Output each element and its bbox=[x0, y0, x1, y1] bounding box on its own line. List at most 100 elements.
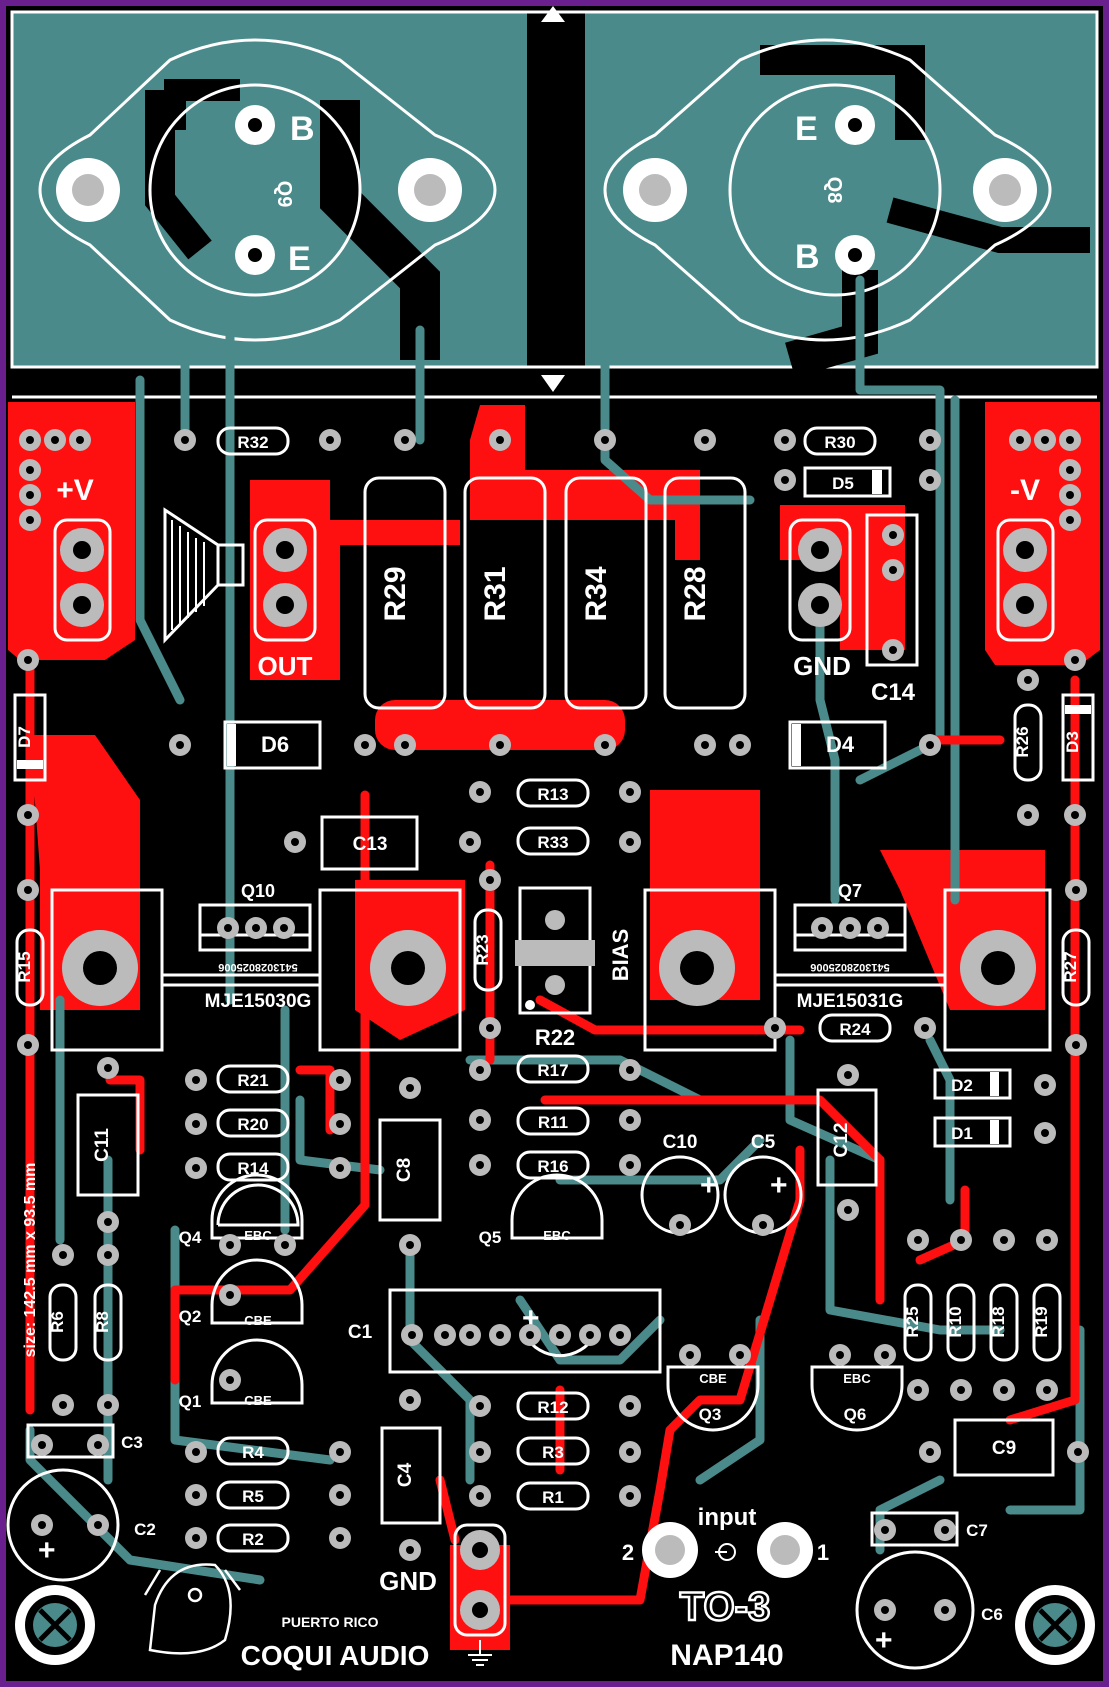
svg-text:R2: R2 bbox=[242, 1530, 264, 1549]
svg-text:R18: R18 bbox=[989, 1306, 1008, 1337]
svg-text:+: + bbox=[38, 1534, 56, 1567]
out-label: OUT bbox=[258, 651, 313, 681]
q8-ref: Q8 bbox=[823, 177, 845, 204]
cap-c12: C12 bbox=[816, 1088, 878, 1187]
resistor-r29: R29 bbox=[363, 476, 447, 710]
resistor-r27: R27 bbox=[1061, 928, 1091, 1007]
svg-text:D6: D6 bbox=[261, 732, 289, 757]
resistor-r15: R15 bbox=[15, 928, 45, 1007]
svg-text:EBC: EBC bbox=[543, 1228, 571, 1243]
cap-c11: C11 bbox=[76, 1093, 140, 1197]
q9-ref: Q9 bbox=[273, 181, 295, 208]
brand-label: COQUI AUDIO bbox=[241, 1640, 430, 1671]
svg-text:D4: D4 bbox=[826, 732, 855, 757]
resistor-r18: R18 bbox=[989, 1283, 1019, 1362]
resistor-r12: R12 bbox=[516, 1391, 590, 1421]
svg-text:BIAS: BIAS bbox=[608, 929, 633, 982]
svg-text:R30: R30 bbox=[824, 433, 855, 452]
svg-text:Q7: Q7 bbox=[838, 881, 862, 901]
svg-text:MJE15030G: MJE15030G bbox=[205, 991, 312, 1012]
resistor-r33: R33 bbox=[516, 826, 590, 856]
svg-text:R12: R12 bbox=[537, 1398, 568, 1417]
resistor-r34: R34 bbox=[564, 476, 648, 710]
svg-text:R28: R28 bbox=[679, 566, 712, 621]
svg-text:C8: C8 bbox=[394, 1158, 415, 1182]
power-resistors: R29 R31 R34 R28 bbox=[363, 476, 747, 710]
gnd-bottom-label: GND bbox=[379, 1566, 437, 1596]
q8-pin-e: E bbox=[795, 110, 818, 148]
svg-text:R20: R20 bbox=[237, 1115, 268, 1134]
speaker-icon bbox=[163, 507, 245, 644]
svg-text:R14: R14 bbox=[237, 1159, 269, 1178]
power-transistor-q8: E B Q8 bbox=[603, 38, 1052, 342]
frog-logo-icon bbox=[143, 1563, 241, 1655]
input-pin1: 1 bbox=[817, 1540, 829, 1565]
svg-text:EBC: EBC bbox=[843, 1371, 871, 1386]
svg-text:Q4: Q4 bbox=[179, 1228, 202, 1247]
svg-text:D7: D7 bbox=[15, 726, 34, 748]
svg-text:D2: D2 bbox=[951, 1076, 973, 1095]
resistor-r4: R4 bbox=[216, 1436, 290, 1466]
svg-text:5413028025006: 5413028025006 bbox=[810, 961, 890, 973]
location-label: PUERTO RICO bbox=[282, 1614, 379, 1630]
gnd-connector: GND bbox=[379, 1523, 507, 1666]
svg-text:R8: R8 bbox=[93, 1311, 112, 1333]
resistor-r26: R26 bbox=[1013, 703, 1043, 782]
svg-text:R17: R17 bbox=[537, 1061, 568, 1080]
diode-d2: D2 bbox=[933, 1068, 1012, 1100]
transistor-q2: CBE Q2 bbox=[179, 1258, 304, 1328]
input-connector: input 2 1 bbox=[622, 1504, 829, 1578]
gnd-top-label: GND bbox=[793, 651, 851, 681]
svg-text:R10: R10 bbox=[946, 1306, 965, 1337]
cap-c13: C13 bbox=[320, 815, 419, 871]
svg-text:R34: R34 bbox=[580, 566, 613, 621]
diodes: D5 D6 D4 D7 D3 D2 D1 bbox=[13, 466, 1095, 1148]
resistor-r5: R5 bbox=[216, 1480, 290, 1510]
resistor-r1: R1 bbox=[516, 1481, 590, 1511]
resistor-r31: R31 bbox=[463, 476, 547, 710]
svg-text:Q3: Q3 bbox=[699, 1405, 722, 1424]
component-pads bbox=[17, 429, 1089, 1621]
svg-text:C6: C6 bbox=[981, 1605, 1003, 1624]
cap-c4: C4 bbox=[380, 1426, 442, 1525]
project-label: NAP140 bbox=[670, 1639, 783, 1672]
resistor-r17: R17 bbox=[516, 1054, 590, 1084]
diode-d5: D5 bbox=[803, 466, 892, 498]
resistor-r21: R21 bbox=[216, 1064, 290, 1094]
q9-pin-b: B bbox=[290, 110, 315, 148]
svg-text:Q2: Q2 bbox=[179, 1307, 202, 1326]
svg-text:Q6: Q6 bbox=[844, 1405, 867, 1424]
diode-d6: D6 bbox=[223, 720, 322, 770]
vplus-label: +V bbox=[56, 474, 94, 507]
svg-text:Q5: Q5 bbox=[479, 1228, 502, 1247]
power-transistor-q9: B E Q9 bbox=[38, 38, 497, 342]
svg-text:R22: R22 bbox=[535, 1025, 575, 1050]
svg-text:MJE15031G: MJE15031G bbox=[797, 991, 904, 1012]
resistor-r32: R32 bbox=[216, 426, 290, 456]
svg-text:C13: C13 bbox=[353, 834, 388, 855]
svg-text:R15: R15 bbox=[15, 951, 34, 982]
svg-text:C14: C14 bbox=[871, 679, 916, 706]
bias-trimmer: BIAS R22 bbox=[515, 886, 633, 1050]
resistor-r14: R14 bbox=[216, 1152, 290, 1182]
svg-text:R16: R16 bbox=[537, 1157, 568, 1176]
svg-text:C10: C10 bbox=[663, 1132, 698, 1153]
diode-d3: D3 bbox=[1061, 693, 1095, 782]
resistor-r11: R11 bbox=[516, 1106, 590, 1136]
resistor-r24: R24 bbox=[818, 1013, 892, 1043]
svg-text:C12: C12 bbox=[831, 1123, 852, 1158]
cap-c10: +C10 bbox=[640, 1132, 720, 1235]
svg-text:CBE: CBE bbox=[244, 1313, 272, 1328]
cap-c9: C9 bbox=[953, 1418, 1055, 1477]
svg-text:CBE: CBE bbox=[699, 1371, 727, 1386]
svg-text:R3: R3 bbox=[542, 1443, 564, 1462]
driver-q7: Q7 5413028025006 MJE15031G bbox=[643, 881, 1052, 1052]
svg-text:CBE: CBE bbox=[244, 1393, 272, 1408]
q8-pin-b: B bbox=[795, 238, 820, 276]
diode-d1: D1 bbox=[933, 1116, 1012, 1148]
resistor-r16: R16 bbox=[516, 1150, 590, 1180]
resistor-r19: R19 bbox=[1032, 1283, 1062, 1362]
svg-text:R5: R5 bbox=[242, 1487, 264, 1506]
